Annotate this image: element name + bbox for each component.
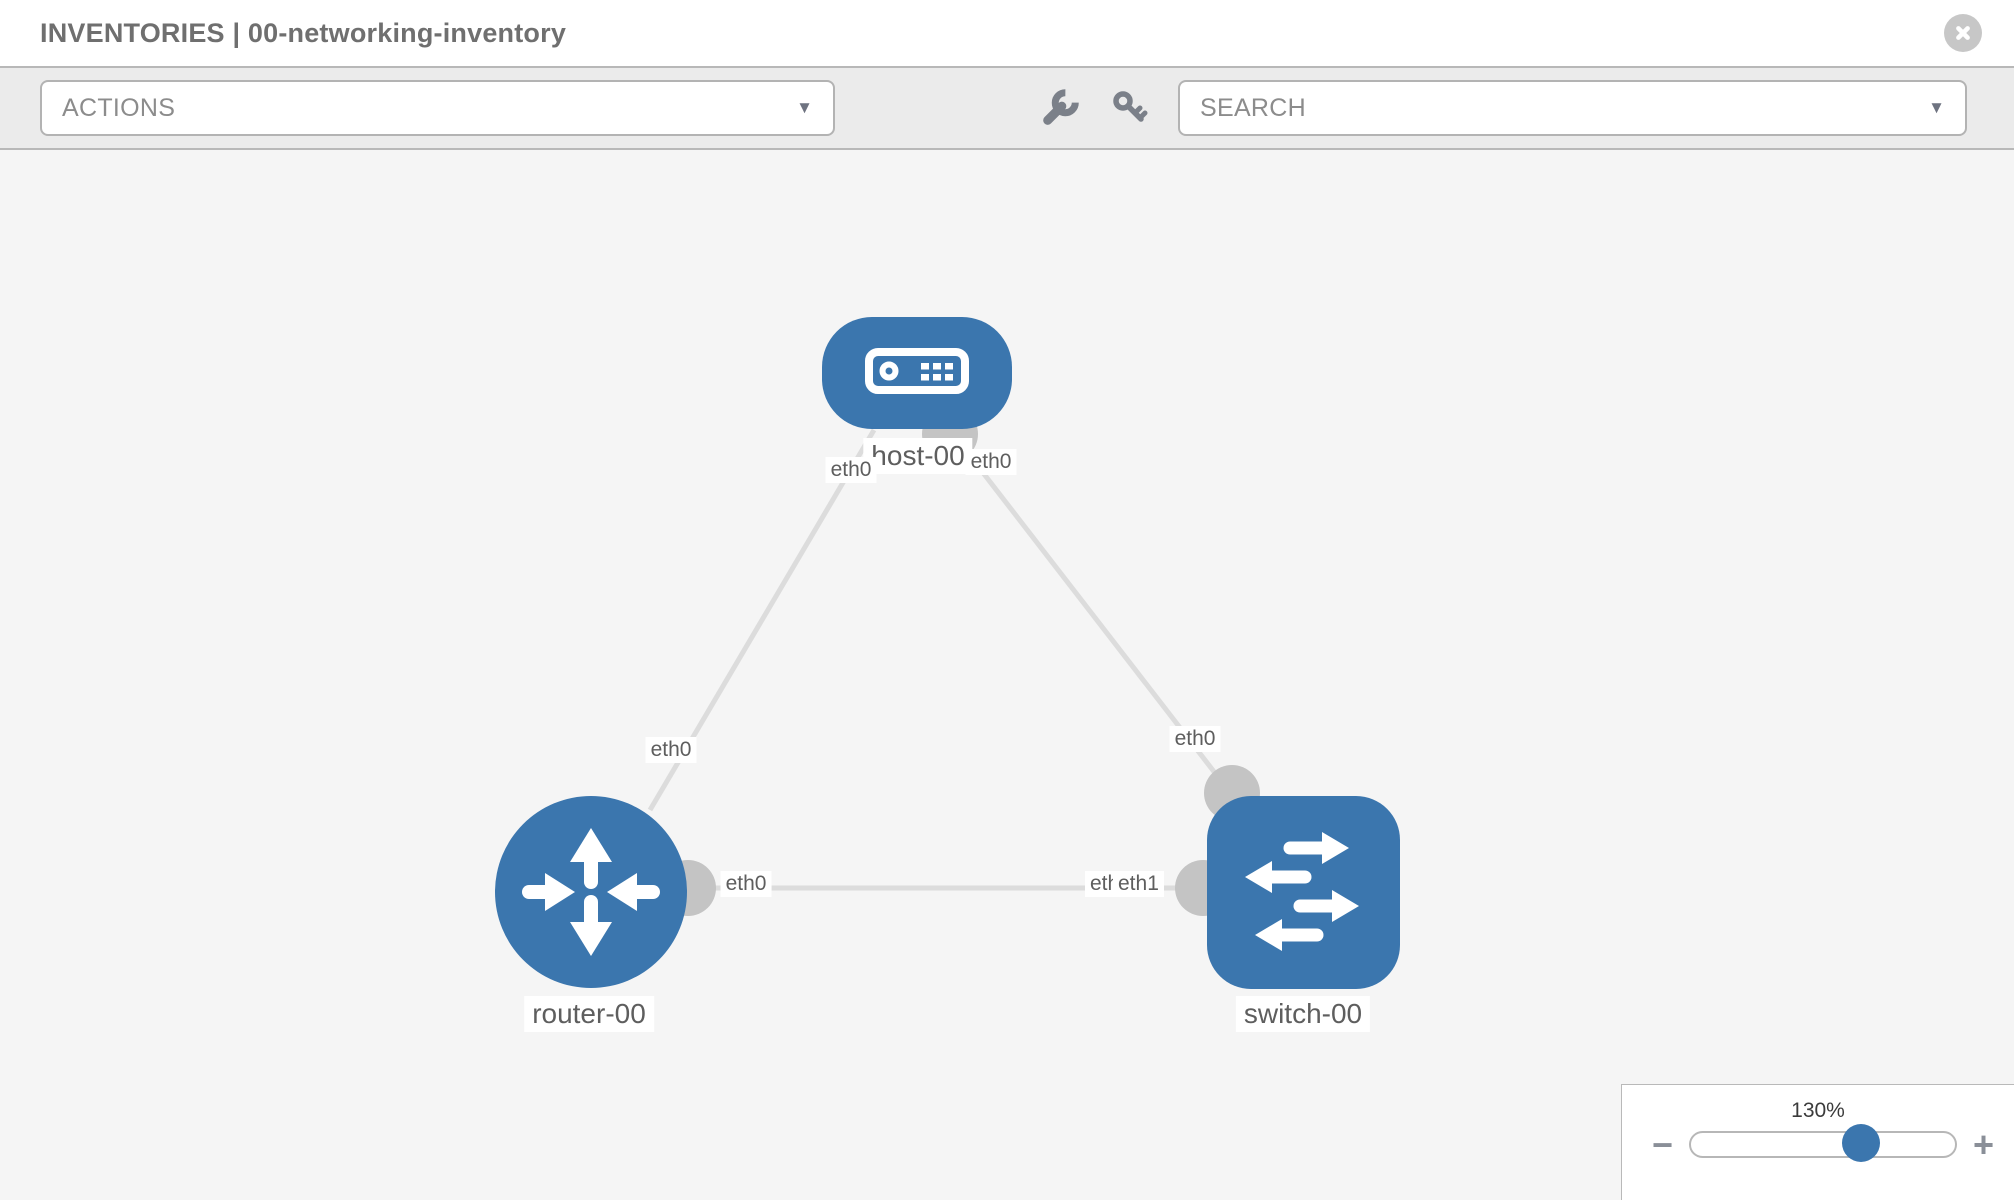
node-label-host-00: host-00: [863, 438, 973, 474]
key-button[interactable]: [1108, 87, 1150, 129]
interface-label: eth0: [825, 457, 877, 483]
configure-button[interactable]: [1039, 87, 1081, 129]
actions-dropdown[interactable]: ACTIONS ▼: [40, 80, 835, 136]
node-label-switch-00: switch-00: [1235, 996, 1371, 1032]
router-icon: [522, 828, 660, 956]
interface-label: eth0: [1169, 726, 1221, 752]
node-router-00[interactable]: [495, 796, 687, 988]
interface-label: eth1: [1113, 871, 1164, 897]
close-button[interactable]: [1944, 14, 1982, 52]
search-dropdown[interactable]: SEARCH ▼: [1178, 80, 1967, 136]
node-host-00[interactable]: [822, 317, 1012, 429]
close-icon: [1956, 26, 1970, 40]
node-switch-00[interactable]: [1207, 796, 1400, 989]
interface-label: eth0: [720, 871, 772, 897]
zoom-out-button[interactable]: −: [1652, 1123, 1674, 1165]
zoom-level-label: 130%: [1791, 1099, 1845, 1122]
interface-label: eth0: [645, 737, 697, 763]
zoom-slider-thumb[interactable]: [1842, 1124, 1881, 1162]
switch-icon: [1245, 832, 1359, 951]
header: INVENTORIES | 00-networking-inventory: [0, 0, 2014, 68]
zoom-control-panel: 130% − +: [1621, 1084, 2014, 1200]
host-icon: [865, 348, 969, 394]
caret-down-icon: ▼: [796, 98, 813, 117]
toolbar: ACTIONS ▼ SEARCH ▼: [0, 68, 2014, 150]
caret-down-icon: ▼: [1928, 98, 1945, 117]
zoom-in-button[interactable]: +: [1973, 1123, 1995, 1165]
node-label-router-00: router-00: [524, 996, 654, 1032]
key-icon: [1113, 91, 1148, 122]
page-title: INVENTORIES | 00-networking-inventory: [40, 17, 567, 48]
topology-canvas[interactable]: host-00 eth0 eth0 eth0 eth0 eth0 eth0 et…: [0, 150, 2014, 1200]
interface-label: eth0: [965, 449, 1017, 475]
search-dropdown-label: SEARCH: [1200, 93, 1306, 122]
wrench-icon: [1043, 89, 1079, 125]
zoom-slider[interactable]: [1689, 1124, 1958, 1162]
actions-dropdown-label: ACTIONS: [62, 93, 176, 122]
